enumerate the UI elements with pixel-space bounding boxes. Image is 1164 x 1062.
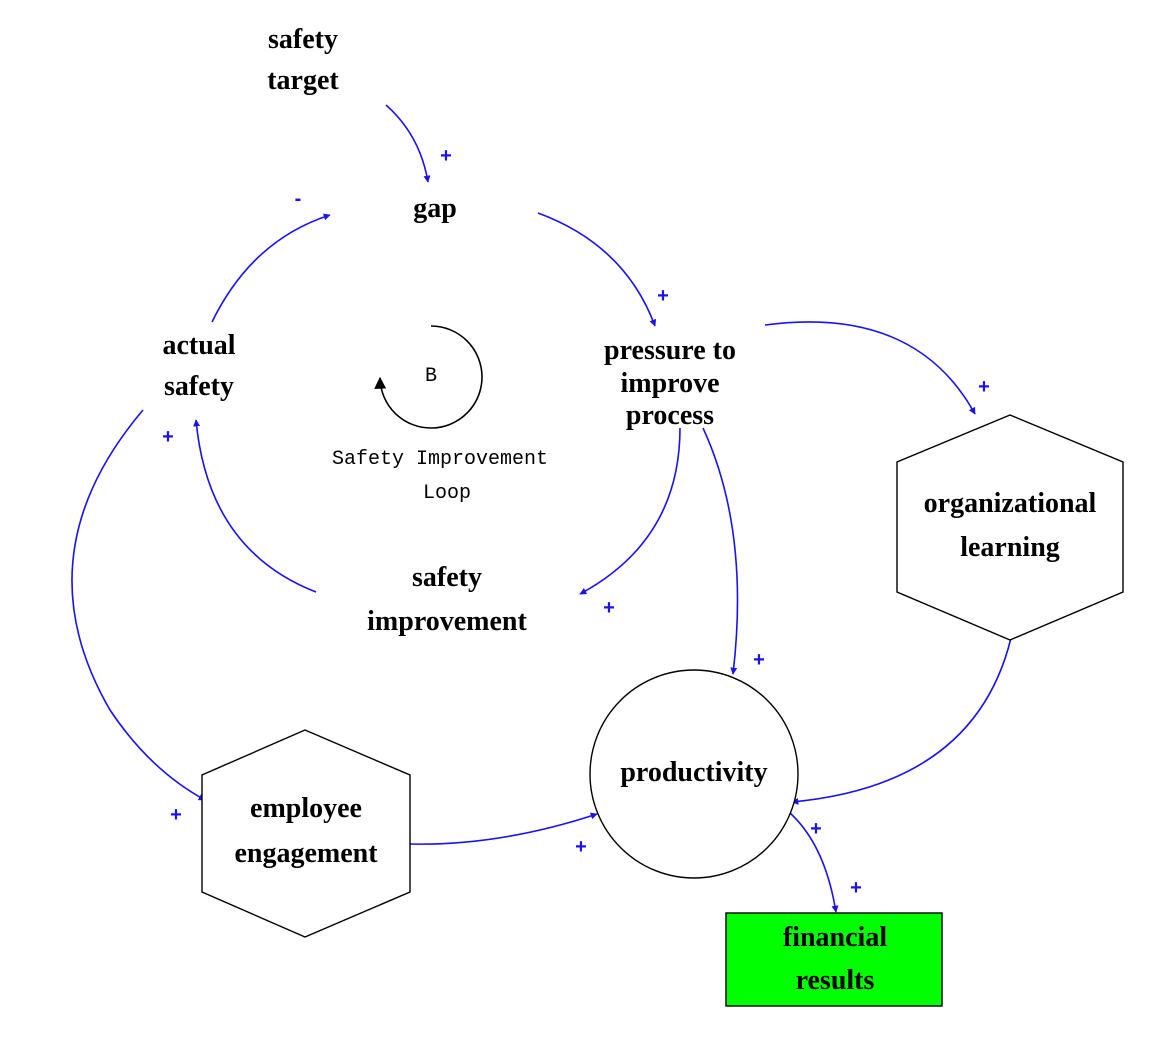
safety-target-label-line1: safety <box>268 24 338 55</box>
organizational-learning-hexagon[interactable] <box>896 414 1124 641</box>
polarity-sign-gap-pressure: + <box>657 285 669 307</box>
polarity-sign-employee-engagement-productivity: + <box>575 836 587 858</box>
polarity-sign-safety-target-gap: + <box>440 145 452 167</box>
employee-engagement-label-line1: employee <box>250 793 362 824</box>
node-actual-safety[interactable]: actual safety <box>162 330 235 402</box>
node-safety-target[interactable]: safety target <box>267 24 339 96</box>
employee-engagement-label-line2: engagement <box>234 838 378 869</box>
node-productivity[interactable]: productivity <box>620 757 767 788</box>
polarity-sign-productivity-financial-results-arrowhead: + <box>850 877 862 899</box>
links-group <box>71 104 1012 913</box>
financial-results-label-line1: financial <box>783 922 887 953</box>
node-safety-improvement[interactable]: safety improvement <box>367 562 527 637</box>
loop-direction-arc <box>374 325 483 429</box>
balancing-loop-indicator: B Safety Improvement Loop <box>332 325 548 505</box>
polarity-sign-actual-safety-employee-engagement: + <box>170 804 182 826</box>
link-employee-engagement-to-productivity[interactable] <box>409 812 598 845</box>
link-safety-improvement-to-actual-safety[interactable] <box>193 419 317 593</box>
safety-target-label-line2: target <box>267 65 339 96</box>
safety-improvement-label-line1: safety <box>412 562 482 593</box>
polarity-sign-actual-safety-gap: - <box>295 188 302 210</box>
financial-results-box[interactable] <box>725 912 943 1007</box>
link-gap-to-pressure[interactable] <box>537 212 657 327</box>
link-pressure-to-safety-improvement[interactable] <box>579 427 681 595</box>
polarity-sign-pressure-organizational-learning: + <box>978 376 990 398</box>
link-safety-target-to-gap[interactable] <box>385 104 431 183</box>
financial-results-label-line2: results <box>796 965 875 996</box>
employee-engagement-hexagon[interactable] <box>201 729 411 938</box>
safety-improvement-label-line2: improvement <box>367 606 527 637</box>
link-organizational-learning-to-productivity[interactable] <box>791 637 1012 805</box>
loop-name-line2: Loop <box>423 482 471 505</box>
polarity-sign-pressure-productivity: + <box>753 649 765 671</box>
organizational-learning-label-line1: organizational <box>924 488 1097 519</box>
actual-safety-label-line2: safety <box>164 371 234 402</box>
link-productivity-to-financial-results[interactable] <box>789 812 839 913</box>
loop-name-line1: Safety Improvement <box>332 448 548 471</box>
polarity-sign-pressure-safety-improvement: + <box>603 597 615 619</box>
node-organizational-learning[interactable]: organizational learning <box>924 488 1097 563</box>
organizational-learning-label-line2: learning <box>960 532 1060 563</box>
node-gap[interactable]: gap <box>413 193 457 224</box>
actual-safety-label-line1: actual <box>162 330 235 361</box>
polarity-sign-productivity-financial-results: + <box>810 818 822 840</box>
node-employee-engagement[interactable]: employee engagement <box>234 793 378 869</box>
productivity-label: productivity <box>620 757 767 788</box>
polarity-sign-safety-improvement-actual-safety: + <box>162 426 174 448</box>
polarity-signs-group: + + + + - + + + + + + <box>162 145 990 899</box>
pressure-label-line3: process <box>626 400 714 431</box>
node-financial-results[interactable]: financial results <box>783 922 887 996</box>
link-actual-safety-to-gap[interactable] <box>211 213 331 323</box>
loop-type-label: B <box>425 365 437 388</box>
pressure-label-line2: improve <box>620 368 719 399</box>
link-pressure-to-productivity[interactable] <box>702 427 739 675</box>
productivity-circle[interactable] <box>589 669 799 879</box>
pressure-label-line1: pressure to <box>604 335 736 366</box>
node-pressure-to-improve-process[interactable]: pressure to improve process <box>604 335 736 431</box>
gap-label: gap <box>413 193 457 224</box>
link-actual-safety-to-employee-engagement[interactable] <box>71 409 206 801</box>
link-pressure-to-organizational-learning[interactable] <box>764 321 976 415</box>
